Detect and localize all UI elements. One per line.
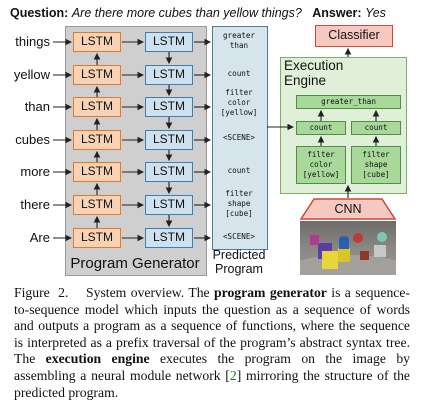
input-word: cubes xyxy=(15,132,50,147)
predicted-program-column xyxy=(212,26,268,250)
program-function-token: <SCENE> xyxy=(222,133,255,142)
question-line: Question: Are there more cubes than yell… xyxy=(10,6,386,20)
question-text: Are there more cubes than yellow things? xyxy=(71,6,302,20)
caption-bold-program-generator: program generator xyxy=(214,285,327,300)
decoder-lstm-cell: LSTM xyxy=(145,65,193,85)
encoder-lstm-cell: LSTM xyxy=(73,32,121,52)
program-generator-label: Program Generator xyxy=(70,255,200,272)
question-prefix: Question xyxy=(10,6,65,20)
input-word: Are xyxy=(29,230,50,245)
decoder-lstm-cell: LSTM xyxy=(145,195,193,215)
input-word: more xyxy=(20,164,50,179)
encoder-lstm-cell: LSTM xyxy=(73,228,121,248)
cnn-label: CNN xyxy=(334,202,362,216)
module-count-left: count xyxy=(296,121,346,135)
citation-link[interactable]: 2 xyxy=(229,367,237,383)
program-function-token: filter shape [cube] xyxy=(225,189,253,218)
decoder-lstm-cell: LSTM xyxy=(145,228,193,248)
program-function-token: <SCENE> xyxy=(222,232,255,241)
answer-prefix: Answer xyxy=(312,6,358,20)
decoder-lstm-cell: LSTM xyxy=(145,32,193,52)
answer-text: Yes xyxy=(365,6,386,20)
classifier-box: Classifier xyxy=(315,25,393,47)
decoder-lstm-cell: LSTM xyxy=(145,162,193,182)
input-word: things xyxy=(15,34,50,49)
arrow-layer xyxy=(53,38,380,242)
cnn-trapezoid xyxy=(300,198,396,220)
input-word: yellow xyxy=(13,67,50,82)
caption-bold-execution-engine: execution engine xyxy=(45,351,150,367)
encoder-lstm-cell: LSTM xyxy=(73,97,121,117)
encoder-lstm-cell: LSTM xyxy=(73,65,121,85)
decoder-lstm-cell: LSTM xyxy=(145,130,193,150)
program-function-token: greater than xyxy=(222,31,255,50)
execution-engine-label: Execution Engine xyxy=(284,58,344,88)
caption-label: Figure 2. xyxy=(14,285,69,300)
input-word: than xyxy=(24,99,50,114)
scene-image xyxy=(300,221,396,275)
module-filter-shape: filter shape [cube] xyxy=(351,146,401,184)
module-filter-color: filter color [yellow] xyxy=(296,146,346,184)
program-function-token: filter color [yellow] xyxy=(220,88,258,117)
program-function-token: count xyxy=(227,166,251,175)
encoder-lstm-cell: LSTM xyxy=(73,162,121,182)
predicted-program-label: Predicted Program xyxy=(212,248,266,276)
module-count-right: count xyxy=(351,121,401,135)
module-greater-than: greater_than xyxy=(296,95,401,109)
encoder-lstm-cell: LSTM xyxy=(73,130,121,150)
decoder-lstm-cell: LSTM xyxy=(145,97,193,117)
figure-diagram: Question: Are there more cubes than yell… xyxy=(10,6,407,276)
encoder-lstm-cell: LSTM xyxy=(73,195,121,215)
input-word: there xyxy=(20,197,50,212)
figure-caption: Figure 2. System overview. The program g… xyxy=(14,285,411,400)
program-function-token: count xyxy=(227,69,251,78)
